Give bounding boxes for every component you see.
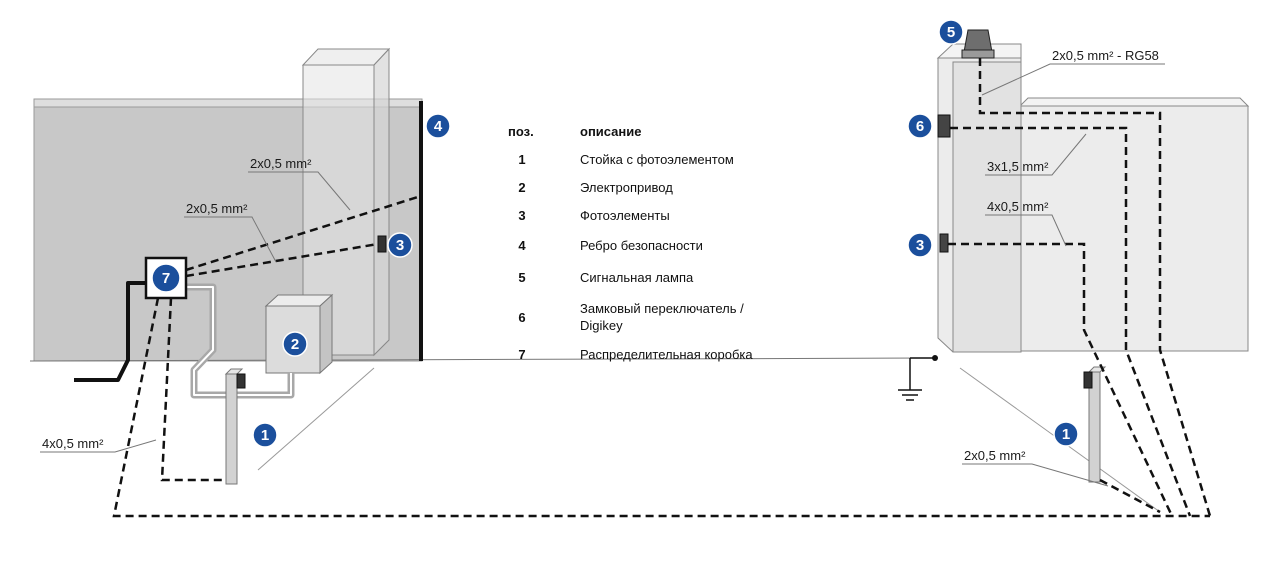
cable-labels: 2x0,5 mm² 2x0,5 mm² 4x0,5 mm² 2x0,5 mm² …: [42, 48, 1159, 463]
left-gate-ground-line: [29, 357, 936, 362]
legend-header-desc: описание: [580, 124, 641, 139]
wire-jb-to-right: [112, 297, 1210, 518]
svg-text:2: 2: [291, 336, 299, 353]
leader-2x05-b: [184, 216, 277, 263]
svg-text:1: 1: [1062, 426, 1070, 443]
legend-pos-6: 6: [518, 310, 525, 325]
leader-2x05-a: [248, 171, 351, 211]
legend-desc-2-0: Электропривод: [580, 180, 673, 195]
power-cable-inner: [186, 286, 292, 396]
leader-2x05-bottom: [962, 463, 1109, 487]
leader-4x05-left: [40, 439, 157, 453]
label-4x05-left: 4x0,5 mm²: [42, 436, 104, 451]
right-pillar-front: [952, 61, 1022, 353]
leader-rg58: [981, 63, 1165, 96]
supply-cable: [74, 281, 146, 382]
badge-5: 5: [938, 19, 964, 45]
badge-1-right: 1: [1053, 421, 1079, 447]
label-3x15: 3x1,5 mm²: [987, 159, 1049, 174]
legend-desc-6-0: Замковый переключатель /: [580, 301, 744, 316]
wire-jb-to-photocell: [185, 242, 379, 278]
badges: 1 2 3 4 5 6 3 7: [151, 19, 1079, 448]
svg-text:3: 3: [396, 237, 404, 254]
photocell-post-left-top: [224, 368, 244, 375]
ground-node: [932, 355, 938, 361]
photocell-left: [377, 235, 387, 253]
legend-pos-2: 2: [518, 180, 525, 195]
legend-pos-1: 1: [518, 152, 525, 167]
legend-pos-5: 5: [518, 270, 525, 285]
leader-4x05-right: [985, 214, 1067, 247]
wire-lamp: [978, 58, 1212, 517]
badge-1-left: 1: [252, 422, 278, 448]
right-gate-top: [1018, 97, 1250, 107]
legend-header-pos: поз.: [508, 124, 534, 139]
badge-4: 4: [425, 113, 451, 139]
svg-text:5: 5: [947, 24, 955, 41]
label-4x05-right: 4x0,5 mm²: [987, 199, 1049, 214]
legend-pos-7: 7: [518, 347, 525, 362]
legend-desc-4-0: Ребро безопасности: [580, 238, 703, 253]
legend-desc-5-0: Сигнальная лампа: [580, 270, 694, 285]
label-rg58: 2x0,5 mm² - RG58: [1052, 48, 1159, 63]
legend-desc-1-0: Стойка с фотоэлементом: [580, 152, 734, 167]
badge-3-left: 3: [387, 232, 413, 258]
left-pillar-side: [373, 47, 390, 357]
photocell-post-left-sensor: [236, 373, 246, 389]
wire-photocell-right: [948, 242, 1174, 517]
svg-text:1: 1: [261, 427, 269, 444]
wire-jb-to-post: [160, 297, 226, 482]
left-perspective-line: [257, 367, 375, 471]
label-2x05-b: 2x0,5 mm²: [186, 201, 248, 216]
signal-lamp-base: [961, 49, 995, 59]
legend-pos-3: 3: [518, 208, 525, 223]
key-switch: [937, 114, 951, 138]
photocell-post-left: [225, 373, 238, 485]
wire-keyswitch: [950, 126, 1192, 517]
label-2x05-bottom: 2x0,5 mm²: [964, 448, 1026, 463]
label-2x05-a: 2x0,5 mm²: [250, 156, 312, 171]
badge-7: 7: [151, 263, 181, 293]
legend-rows: 1 Стойка с фотоэлементом 2 Электропривод 3 Фо…: [518, 152, 753, 362]
badge-6: 6: [907, 113, 933, 139]
legend-desc-3-0: Фотоэлементы: [580, 208, 670, 223]
svg-text:6: 6: [916, 118, 924, 135]
svg-text:3: 3: [916, 237, 924, 254]
photocell-right: [939, 233, 949, 253]
svg-text:7: 7: [162, 270, 170, 287]
wire-jb-to-edge: [185, 194, 422, 272]
motor-box-side: [319, 293, 333, 375]
legend-table: поз. описание 1 Стойка с фотоэлементом 2 Эл…: [508, 124, 753, 362]
legend-pos-4: 4: [518, 238, 526, 253]
photocell-post-right-sensor: [1083, 371, 1093, 389]
svg-text:4: 4: [434, 118, 443, 135]
legend-desc-6-1: Digikey: [580, 318, 623, 333]
leader-3x15: [985, 133, 1087, 176]
right-gate-panel: [1019, 105, 1249, 352]
legend-desc-7-0: Распределительная коробка: [580, 347, 753, 362]
badge-2: 2: [282, 331, 308, 357]
badge-3-right: 3: [907, 232, 933, 258]
cable-leaders: [40, 63, 1165, 487]
wire-post-right: [1099, 478, 1161, 514]
signal-lamp: [963, 29, 993, 53]
left-gate: [29, 47, 1210, 518]
